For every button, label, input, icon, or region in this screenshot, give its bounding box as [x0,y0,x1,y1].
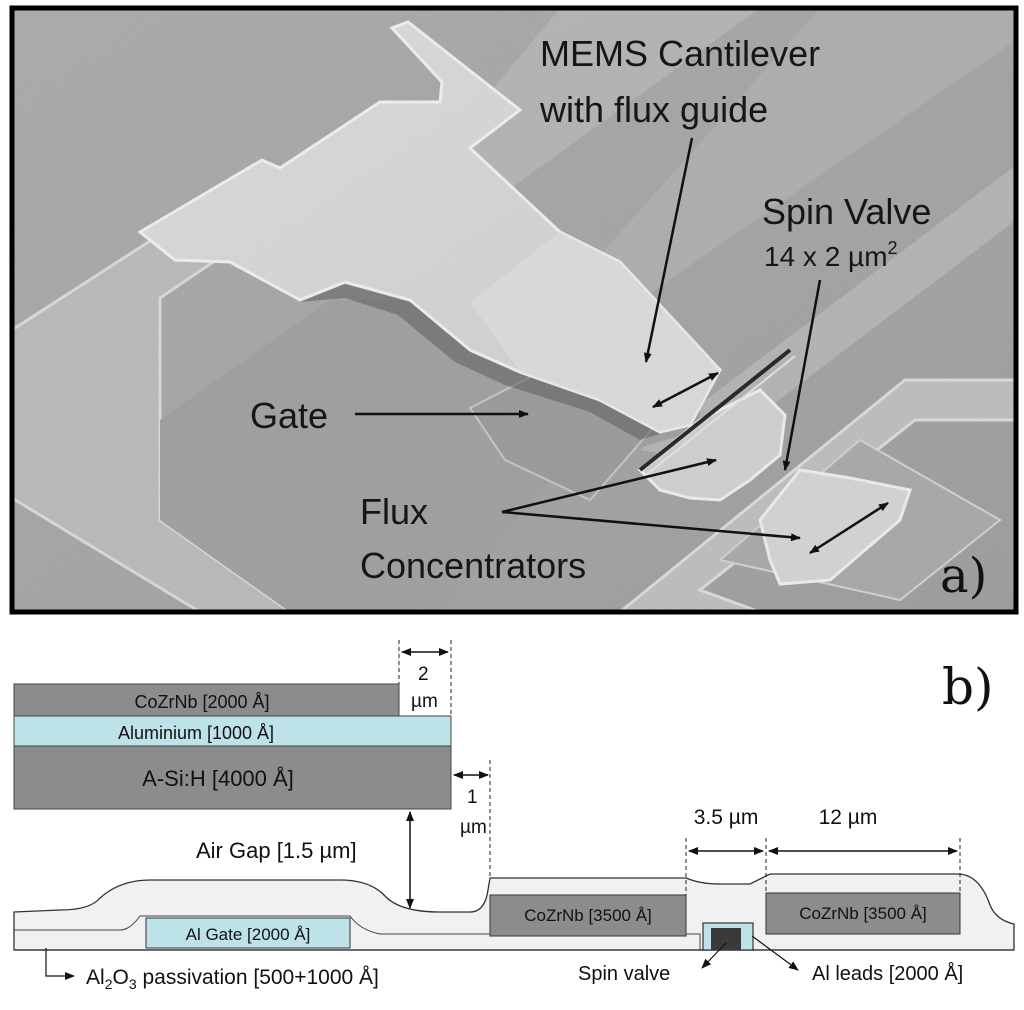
al2o3-subscript-2: 2 [105,976,113,992]
flux-concentrators-label-line1: Flux [360,491,428,532]
aluminium-label: Aluminium [1000 Å] [118,723,274,743]
dim-2um-unit: µm [411,691,438,712]
cantilever-label-arrow [643,137,694,363]
micrograph-border [9,5,1019,615]
spin-valve-size-superscript: 2 [888,238,898,258]
al-gate-label: Al Gate [2000 Å] [186,925,311,944]
aluminium-layer [13,715,452,747]
spin-valve-callout-label: Spin valve [578,963,670,985]
dim-12um-label: 12 µm [819,806,878,829]
gate-label: Gate [250,395,328,436]
cantilever-label-line1: MEMS Cantilever [540,33,820,74]
cozrnb-top-label: CoZrNb [2000 Å] [134,692,269,712]
flux-concentrators-label-line2: Concentrators [360,545,586,586]
al-leads-callout-arrow [751,935,799,971]
al-leads-callout-label: Al leads [2000 Å] [812,962,963,985]
al2o3-callout-line [45,948,75,980]
spin-valve-label-arrow [782,279,822,471]
concentrator-length-arrow [809,501,889,555]
al2o3-subscript-3: 3 [129,976,137,992]
flux-label-arrow-right [501,510,801,542]
cozrnb-right-label: CoZrNb [3500 Å] [799,904,927,923]
cozrnb-right-layer [765,892,961,935]
cantilever-width-arrow [652,371,719,409]
dim-3-5um-label: 3.5 µm [694,806,759,829]
asih-label: A-Si:H [4000 Å] [142,766,294,791]
spin-valve-block [711,928,741,950]
spin-valve-callout-arrow [701,942,727,969]
al2o3-passivation-label: Al2O3 passivation [500+1000 Å] [86,966,379,992]
dim-1um-number: 1 [467,787,478,808]
cozrnb-left-layer [489,894,687,937]
asih-layer [13,745,452,810]
cantilever-label-line2: with flux guide [539,89,768,130]
spin-valve-label: Spin Valve [762,191,931,232]
air-gap-label: Air Gap [1.5 µm] [196,838,357,863]
flux-label-arrow-left [501,458,717,514]
dim-1um-unit: µm [460,817,487,838]
cross-section-panel: b) CoZrNb [2000 Å] Aluminium [1000 Å] A-… [13,640,1015,992]
passivation-inner-boundary [14,915,701,950]
panel-b-tag: b) [942,658,994,716]
al-gate-layer [145,917,351,949]
panel-a-tag: a) [940,548,987,604]
micrograph-grain [12,8,1016,612]
sem-micrograph-panel: MEMS Cantilever with flux guide Spin Val… [9,5,1019,615]
spin-valve-size-label: 14 x 2 µm2 [764,238,898,272]
cozrnb-left-label: CoZrNb [3500 Å] [524,906,652,925]
dim-2um-number: 2 [418,664,429,685]
